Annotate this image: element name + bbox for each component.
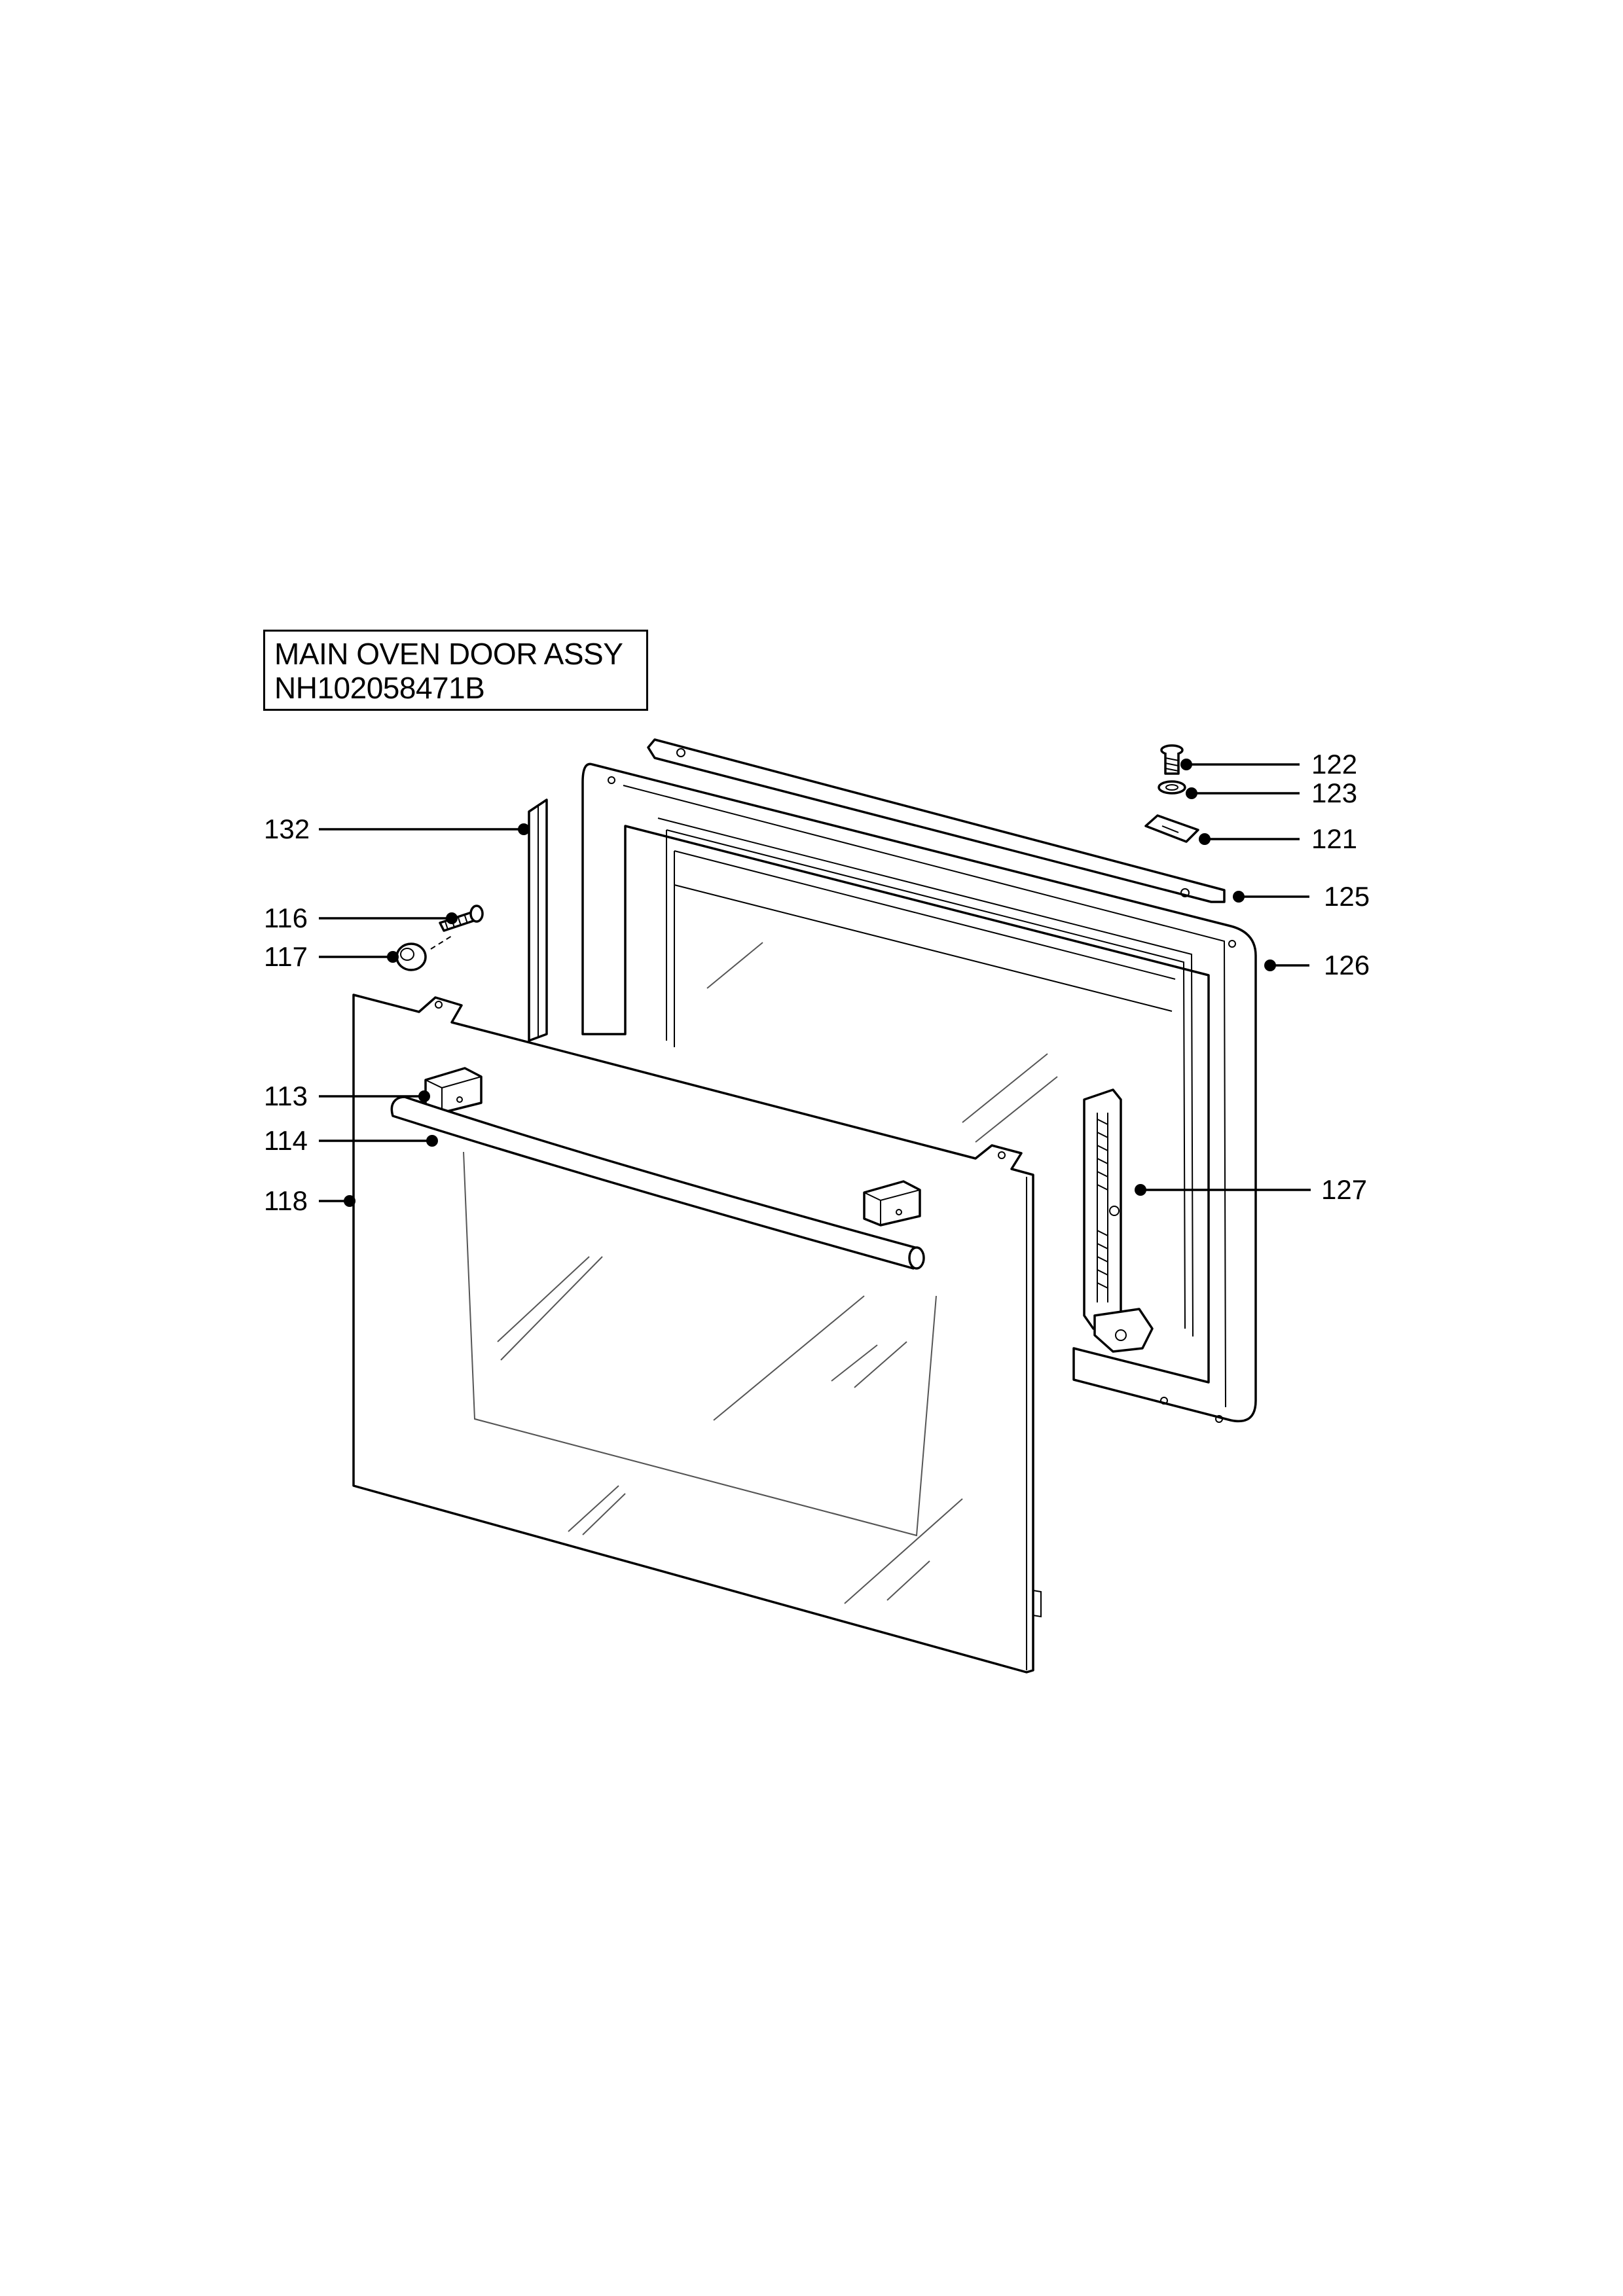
door-handle-114[interactable] bbox=[390, 1096, 925, 1270]
callout-114: 114 bbox=[264, 1125, 308, 1156]
callout-113: 113 bbox=[264, 1081, 308, 1111]
callout-labels: 122 123 121 125 126 127 132 116 117 113 … bbox=[264, 749, 1370, 1216]
top-bracket-125[interactable] bbox=[647, 738, 1226, 903]
callout-127: 127 bbox=[1321, 1174, 1367, 1205]
callout-125: 125 bbox=[1324, 881, 1370, 912]
bush-117[interactable] bbox=[395, 935, 452, 971]
callout-132: 132 bbox=[264, 814, 310, 844]
handle-support-113-left[interactable] bbox=[424, 1067, 483, 1114]
callout-117: 117 bbox=[264, 941, 308, 972]
callout-126: 126 bbox=[1324, 950, 1370, 980]
side-seal-132[interactable] bbox=[528, 798, 548, 1042]
assembly-part-number: NH102058471B bbox=[274, 671, 485, 705]
callout-116: 116 bbox=[264, 903, 308, 933]
assembly-title: MAIN OVEN DOOR ASSY bbox=[274, 637, 623, 671]
callout-121: 121 bbox=[1311, 823, 1357, 854]
inner-door-frame-126[interactable] bbox=[581, 762, 1257, 1423]
screw-122[interactable] bbox=[1160, 744, 1184, 775]
outer-door-panel-118[interactable] bbox=[352, 994, 1042, 1674]
clip-121[interactable] bbox=[1144, 814, 1199, 843]
callout-122: 122 bbox=[1311, 749, 1357, 780]
door-hinge-127[interactable] bbox=[1083, 1088, 1154, 1353]
handle-support-113-right[interactable] bbox=[863, 1180, 921, 1227]
leader-lines bbox=[319, 759, 1311, 1207]
callout-123: 123 bbox=[1311, 778, 1357, 808]
washer-123[interactable] bbox=[1158, 780, 1186, 795]
assembly-title-box: MAIN OVEN DOOR ASSY NH102058471B bbox=[263, 630, 648, 711]
callout-118: 118 bbox=[264, 1185, 308, 1216]
